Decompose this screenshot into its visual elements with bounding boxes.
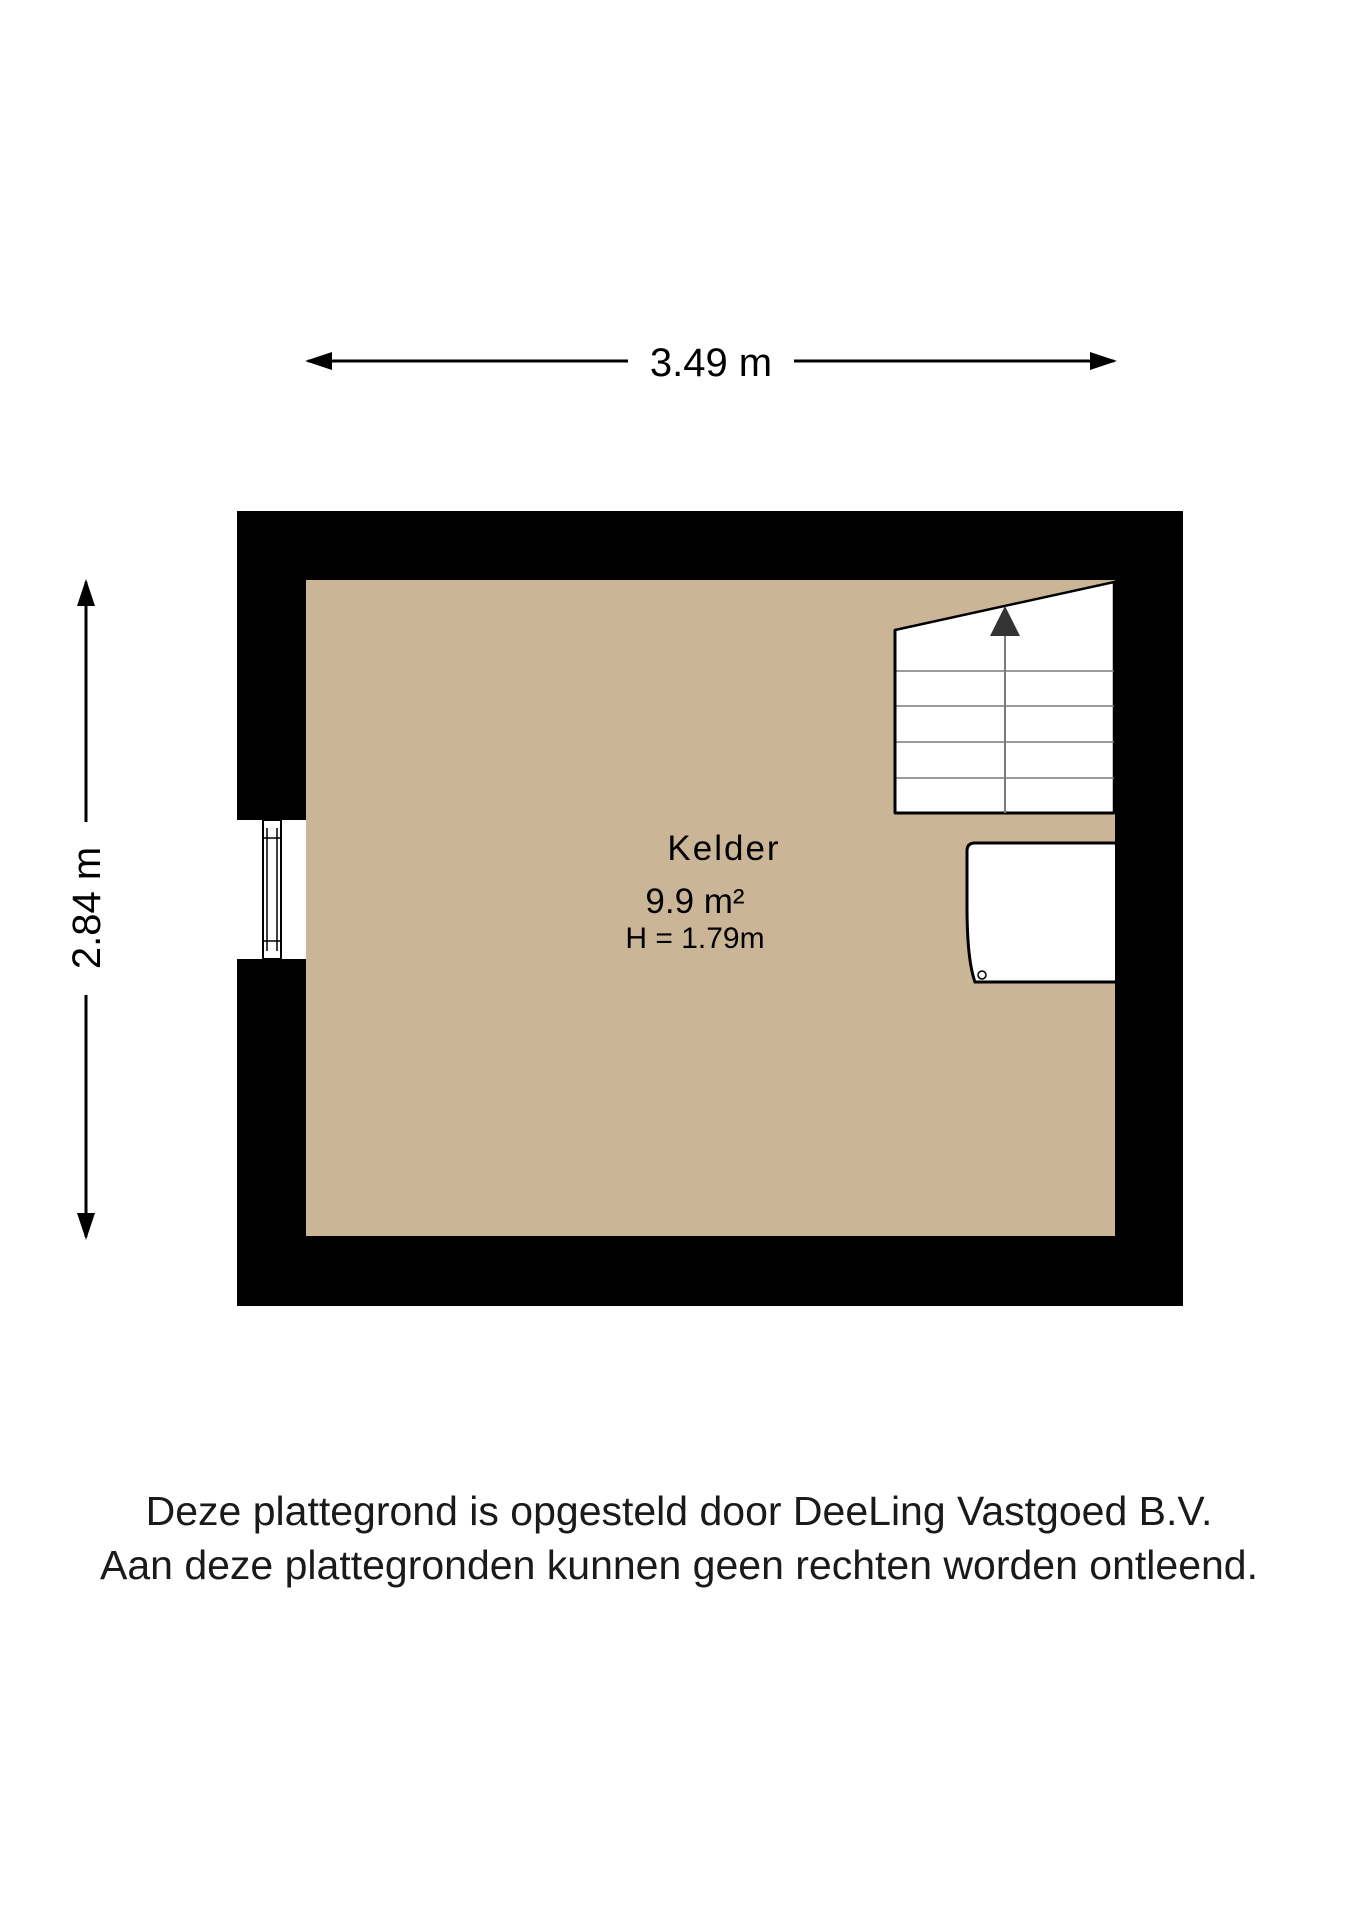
width-label: 3.49 m (650, 341, 772, 385)
disclaimer-line-2: Aan deze plattegronden kunnen geen recht… (99, 1542, 1258, 1588)
arrow-left-icon (305, 352, 332, 370)
window-icon (237, 819, 306, 960)
room-name: Kelder (667, 829, 780, 868)
arrow-right-icon (1090, 352, 1117, 370)
disclaimer-line-1: Deze plattegrond is opgesteld door DeeLi… (145, 1488, 1213, 1534)
width-dimension: 3.49 m (305, 341, 1117, 385)
height-label: 2.84 m (65, 847, 109, 969)
up-arrow-icon (990, 606, 1020, 813)
height-dimension: 2.84 m (65, 579, 109, 1240)
arrow-down-icon (77, 1213, 95, 1240)
arrow-up-icon (77, 579, 95, 606)
room-height: H = 1.79m (625, 922, 764, 955)
stairs-icon (893, 580, 1116, 815)
room-area: 9.9 m² (645, 882, 744, 921)
sink-icon (965, 841, 1115, 984)
